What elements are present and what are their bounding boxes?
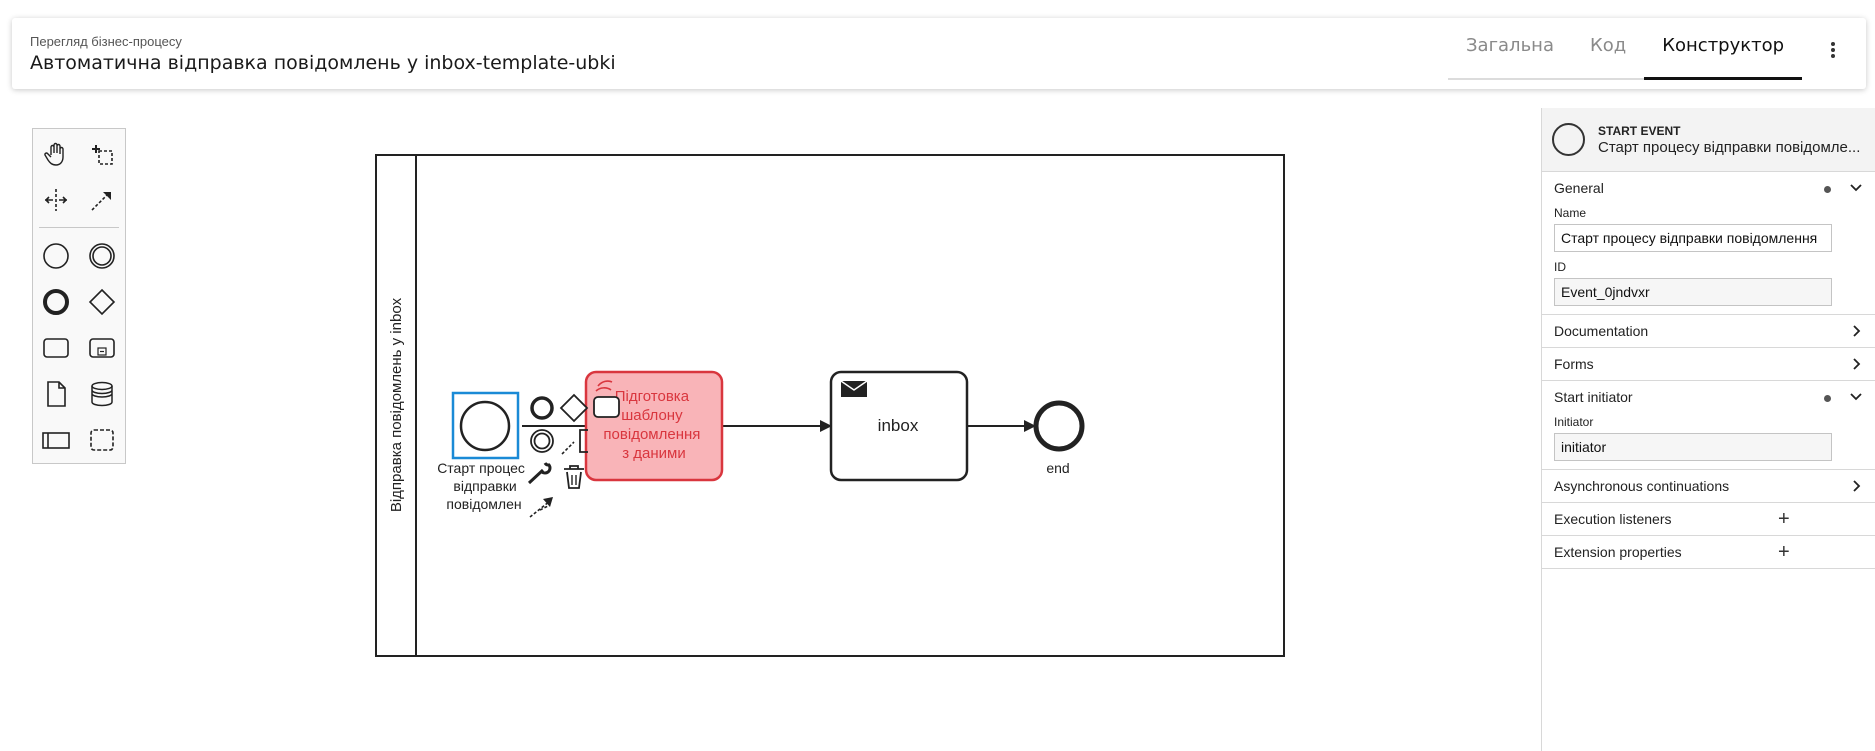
- palette-separator: [39, 227, 119, 228]
- intermediate-event-icon[interactable]: [85, 239, 119, 273]
- append-gateway-icon[interactable]: [559, 393, 589, 423]
- tab-code[interactable]: Код: [1589, 35, 1627, 56]
- connect-arrow-icon[interactable]: [529, 497, 553, 518]
- error-marker-icon: [595, 380, 613, 392]
- selection-outline: [451, 391, 520, 460]
- change-type-wrench-icon[interactable]: [527, 462, 552, 485]
- bpmn-canvas[interactable]: Відправка повідомлень у inbox Старт проц…: [0, 96, 1540, 751]
- task-icon[interactable]: [39, 331, 73, 365]
- task-inbox[interactable]: inbox: [829, 370, 969, 482]
- start-event-icon: [1552, 123, 1585, 156]
- group-forms-header[interactable]: Forms: [1542, 348, 1875, 380]
- task-prepare-label-line1: Підготовка: [615, 388, 690, 405]
- task-prepare-label-line3: повідомлення: [603, 426, 700, 443]
- group-general-header[interactable]: General: [1542, 172, 1875, 204]
- id-input[interactable]: Event_0jndvxr: [1554, 278, 1832, 306]
- group-execution-listeners-title: Execution listeners: [1554, 511, 1672, 527]
- append-intermediate-event-icon[interactable]: [530, 429, 554, 453]
- group-start-initiator-title: Start initiator: [1554, 389, 1633, 405]
- group-general: General Name Старт процесу відправки пов…: [1542, 172, 1875, 315]
- properties-header: START EVENT Старт процесу відправки пові…: [1542, 108, 1875, 172]
- start-event-label-line2: відправки: [453, 478, 516, 494]
- end-event-label: end: [1046, 460, 1069, 476]
- view-tabs: Загальна Код Конструктор: [1448, 18, 1803, 80]
- pool-label: Відправка повідомлень у inbox: [388, 297, 405, 512]
- chevron-right-icon: [1853, 325, 1861, 337]
- gateway-icon[interactable]: [85, 285, 119, 319]
- start-event-label-line3: повідомлен: [446, 496, 521, 512]
- start-event[interactable]: Старт процес відправки повідомлен: [437, 391, 529, 512]
- data-object-icon[interactable]: [39, 377, 73, 411]
- group-async-title: Asynchronous continuations: [1554, 478, 1730, 494]
- group-execution-listeners-header[interactable]: Execution listeners +: [1542, 503, 1875, 535]
- start-event-label-line1: Старт процес: [437, 460, 525, 476]
- group-extension-properties-title: Extension properties: [1554, 544, 1682, 560]
- task-prepare-label-line4: з даними: [622, 445, 686, 462]
- chevron-down-icon: [1850, 393, 1862, 401]
- task-prepare-template[interactable]: Підготовка шаблону повідомлення з даними: [584, 370, 724, 482]
- group-async-header[interactable]: Asynchronous continuations: [1542, 470, 1875, 502]
- chevron-down-icon: [1850, 184, 1862, 192]
- chevron-right-icon: [1853, 358, 1861, 370]
- group-documentation-header[interactable]: Documentation: [1542, 315, 1875, 347]
- task-inbox-label: inbox: [878, 416, 919, 435]
- group-general-title: General: [1554, 180, 1604, 196]
- group-extension-properties: Extension properties +: [1542, 536, 1875, 569]
- group-extension-properties-header[interactable]: Extension properties +: [1542, 536, 1875, 568]
- tool-palette: [32, 128, 126, 464]
- group-documentation-title: Documentation: [1554, 323, 1649, 339]
- group-async: Asynchronous continuations: [1542, 470, 1875, 503]
- pool-icon[interactable]: [39, 423, 73, 457]
- end-event[interactable]: end: [1033, 400, 1085, 476]
- initiator-label: Initiator: [1554, 415, 1594, 429]
- hand-tool-icon[interactable]: [39, 137, 73, 171]
- space-tool-icon[interactable]: [39, 183, 73, 217]
- group-start-initiator-header[interactable]: Start initiator: [1542, 381, 1875, 413]
- svg-text:Підготовка шаблону: Підготовка шаблону повідомлення з даними: [603, 388, 704, 462]
- name-label: Name: [1554, 206, 1587, 220]
- has-values-dot-icon: [1824, 186, 1831, 193]
- properties-panel: START EVENT Старт процесу відправки пові…: [1541, 108, 1875, 751]
- tab-constructor[interactable]: Конструктор: [1644, 18, 1803, 80]
- lasso-tool-icon[interactable]: [85, 137, 119, 171]
- name-input[interactable]: Старт процесу відправки повідомлення: [1554, 224, 1832, 252]
- group-icon[interactable]: [85, 423, 119, 457]
- tab-general[interactable]: Загальна: [1466, 35, 1554, 56]
- group-start-initiator: Start initiator Initiator initiator: [1542, 381, 1875, 470]
- append-text-annotation-icon[interactable]: [561, 429, 588, 455]
- group-documentation: Documentation: [1542, 315, 1875, 348]
- context-pad: [527, 393, 620, 518]
- group-forms-title: Forms: [1554, 356, 1594, 372]
- delete-trash-icon[interactable]: [564, 465, 584, 489]
- data-store-icon[interactable]: [85, 377, 119, 411]
- envelope-icon: [840, 380, 868, 397]
- add-listener-plus-icon[interactable]: +: [1778, 508, 1790, 530]
- append-end-event-icon[interactable]: [530, 396, 554, 420]
- end-event-icon[interactable]: [39, 285, 73, 319]
- task-prepare-label-line2: шаблону: [621, 407, 683, 424]
- svg-text:Старт процес відправки: Старт процес відправки повідомлен: [437, 460, 529, 512]
- chevron-right-icon: [1853, 480, 1861, 492]
- subprocess-icon[interactable]: [85, 331, 119, 365]
- pool[interactable]: Відправка повідомлень у inbox: [375, 154, 1285, 657]
- page-subtitle: Перегляд бізнес-процесу: [30, 34, 182, 49]
- group-forms: Forms: [1542, 348, 1875, 381]
- element-type: START EVENT: [1598, 124, 1681, 138]
- more-menu-icon[interactable]: [1828, 40, 1838, 64]
- page-title: Автоматична відправка повідомлень у inbo…: [30, 52, 616, 74]
- add-property-plus-icon[interactable]: +: [1778, 541, 1790, 563]
- group-execution-listeners: Execution listeners +: [1542, 503, 1875, 536]
- append-task-icon[interactable]: [593, 396, 620, 418]
- page-header: Перегляд бізнес-процесу Автоматична відп…: [12, 18, 1866, 89]
- element-name: Старт процесу відправки повідомле...: [1598, 139, 1861, 156]
- initiator-input[interactable]: initiator: [1554, 433, 1832, 461]
- global-connect-icon[interactable]: [85, 183, 119, 217]
- start-event-icon[interactable]: [39, 239, 73, 273]
- has-values-dot-icon: [1824, 395, 1831, 402]
- id-label: ID: [1554, 260, 1566, 274]
